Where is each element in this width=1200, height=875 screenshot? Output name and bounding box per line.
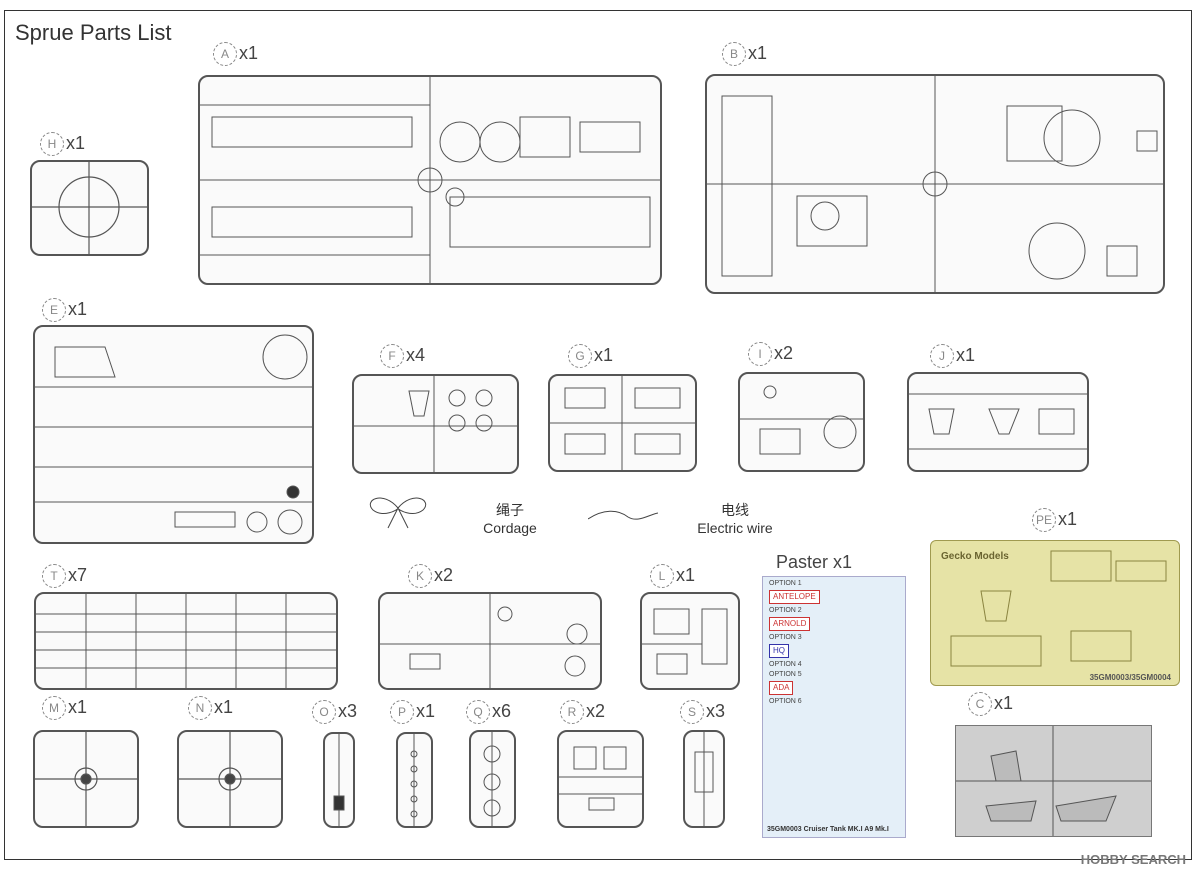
sprue-m [33,730,139,828]
decal-antelope: ANTELOPE [769,590,820,604]
pe-logo: Gecko Models [941,551,1009,562]
cordage-drawing [358,490,438,530]
sprue-s [683,730,725,828]
decal-hq: HQ [769,644,789,658]
sprue-q [469,730,516,828]
sprue-j [907,372,1089,472]
decal-arnold: ARNOLD [769,617,811,631]
sprue-a [198,75,662,285]
pe-code: 35GM0003/35GM0004 [1089,673,1171,682]
diagram-frame [4,10,1192,860]
option-2-label: OPTION 2 [769,607,802,614]
page-title: Sprue Parts List [15,20,172,45]
paster-label: Paster x1 [776,552,853,572]
sprue-o [323,732,355,828]
electric-wire-label: 电线 Electric wire [697,502,773,536]
sprue-p [396,732,433,828]
option-1-label: OPTION 1 [769,580,802,587]
option-3-label: OPTION 3 [769,634,802,641]
sprue-f [352,374,519,474]
decal-ada: ADA [769,681,794,695]
photo-etch-fret: Gecko Models 35GM0003/35GM0004 [930,540,1180,686]
sprue-h [30,160,149,256]
option-4-label: OPTION 4 [769,661,802,668]
sprue-r [557,730,644,828]
sprue-b [705,74,1165,294]
sprue-g [548,374,697,472]
option-6-label: OPTION 6 [769,698,802,705]
sprue-k [378,592,602,690]
sprue-l [640,592,740,690]
cordage-label: 绳子 Cordage [483,502,537,536]
sprue-t [34,592,338,690]
sprue-e [33,325,314,544]
paster-decal-sheet: OPTION 1 ANTELOPE OPTION 2 ARNOLD OPTION… [762,576,906,838]
sprue-c-clear [955,725,1152,837]
sprue-i [738,372,865,472]
sprue-n [177,730,283,828]
paster-code: 35GM0003 Cruiser Tank MK.I A9 Mk.I [767,826,889,833]
hobby-search-watermark: HOBBY SEARCH [1080,852,1186,867]
electric-wire-drawing [587,505,659,525]
option-5-label: OPTION 5 [769,671,802,678]
